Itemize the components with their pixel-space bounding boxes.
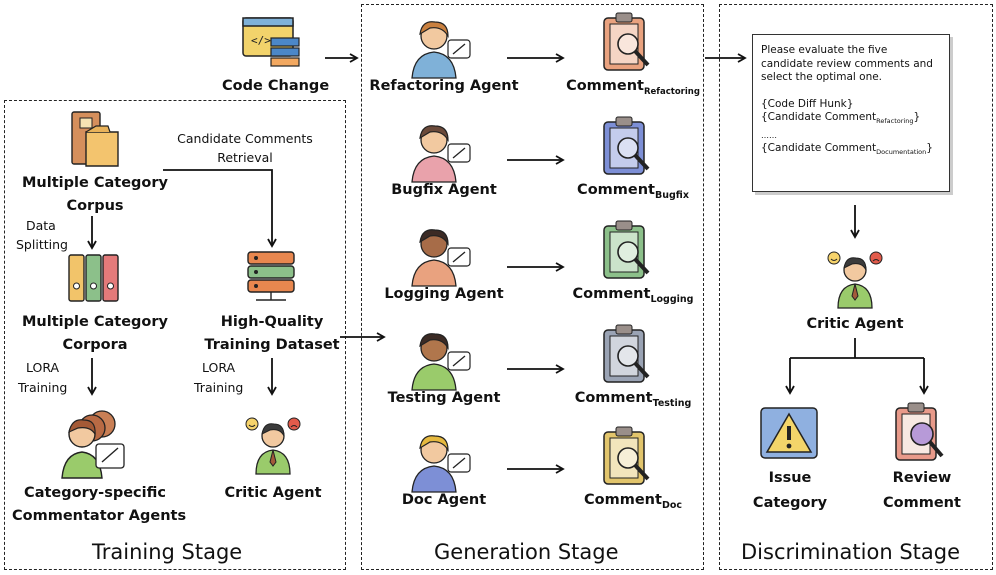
folders-icon <box>71 111 119 167</box>
corpus-label-1: Multiple Category <box>22 175 168 191</box>
prompt-intro: Please evaluate the five candidate revie… <box>761 44 933 83</box>
arrow-corpus-retrieval <box>163 169 277 248</box>
training-stage-title: Training Stage <box>92 540 243 564</box>
comment-label: CommentRefactoring <box>566 78 700 97</box>
agent-person-icon <box>411 333 471 391</box>
clipboard-magnifier-icon <box>603 116 650 175</box>
clipboard-magnifier-icon <box>603 12 650 71</box>
agent-person-icon <box>411 21 471 79</box>
clipboard-magnifier-icon <box>603 426 650 485</box>
hq-dataset-label-2: Training Dataset <box>204 337 340 353</box>
retrieval-label-1: Candidate Comments <box>177 131 313 146</box>
comment-label: CommentTesting <box>574 390 692 409</box>
agent-name: Doc Agent <box>401 492 487 508</box>
discrimination-critic-label: Critic Agent <box>806 316 904 332</box>
agent-person-icon <box>411 125 471 183</box>
issue-category-label-2: Category <box>752 495 828 511</box>
commentator-agents-icon <box>61 410 125 479</box>
binders-icon <box>68 254 119 302</box>
discrimination-stage-title: Discrimination Stage <box>741 540 961 564</box>
svg-text:</>: </> <box>251 34 271 47</box>
clipboard-magnifier-icon <box>603 220 650 279</box>
server-stack-icon <box>247 251 295 301</box>
corpus-label-2: Corpus <box>66 198 124 214</box>
comment-label: CommentDoc <box>584 492 682 511</box>
critic-prompt-box: Please evaluate the five candidate revie… <box>752 34 950 192</box>
agent-name: Bugfix Agent <box>391 182 497 198</box>
critic-person-icon <box>245 417 301 475</box>
corpora-label-1: Multiple Category <box>22 314 168 330</box>
training-stage-frame <box>4 100 346 570</box>
clipboard-magnifier-icon <box>895 402 944 461</box>
arrow-critic-split <box>790 338 924 359</box>
commentators-label-1: Category-specific <box>24 485 166 501</box>
data-splitting-label-2: Splitting <box>16 237 68 252</box>
agent-person-icon <box>411 229 471 287</box>
lora-right-label-2: Training <box>194 380 244 395</box>
lora-left-label-1: LORA <box>26 360 60 375</box>
prompt-ellipsis: …… <box>761 130 777 140</box>
lora-left-label-2: Training <box>18 380 68 395</box>
critic-person-icon <box>827 251 883 309</box>
data-splitting-label-1: Data <box>26 218 56 233</box>
agent-person-icon <box>411 435 471 493</box>
training-critic-label: Critic Agent <box>224 485 322 501</box>
monitor-code-icon: </> <box>242 17 300 67</box>
agent-name: Testing Agent <box>387 390 501 406</box>
hq-dataset-label-1: High-Quality <box>220 314 324 330</box>
prompt-hunk: {Code Diff Hunk} <box>761 97 854 110</box>
retrieval-label-2: Retrieval <box>217 150 273 165</box>
review-comment-label-2: Comment <box>883 495 961 511</box>
warning-sign-icon <box>760 407 818 459</box>
issue-category-label-1: Issue <box>768 470 812 486</box>
corpora-label-2: Corpora <box>62 337 128 353</box>
prompt-candidate-1: {Candidate CommentRefactoring} <box>761 111 921 126</box>
comment-label: CommentBugfix <box>577 182 689 201</box>
prompt-candidate-2: {Candidate CommentDocumentation} <box>761 142 933 157</box>
clipboard-magnifier-icon <box>603 324 650 383</box>
lora-right-label-1: LORA <box>202 360 236 375</box>
agent-name: Refactoring Agent <box>369 78 519 94</box>
generation-stage-title: Generation Stage <box>434 540 619 564</box>
code-change-label: Code Change <box>222 78 330 94</box>
review-comment-label-1: Review <box>892 470 952 486</box>
comment-label: CommentLogging <box>572 286 694 305</box>
commentators-label-2: Commentator Agents <box>12 508 187 524</box>
agent-name: Logging Agent <box>384 286 504 302</box>
